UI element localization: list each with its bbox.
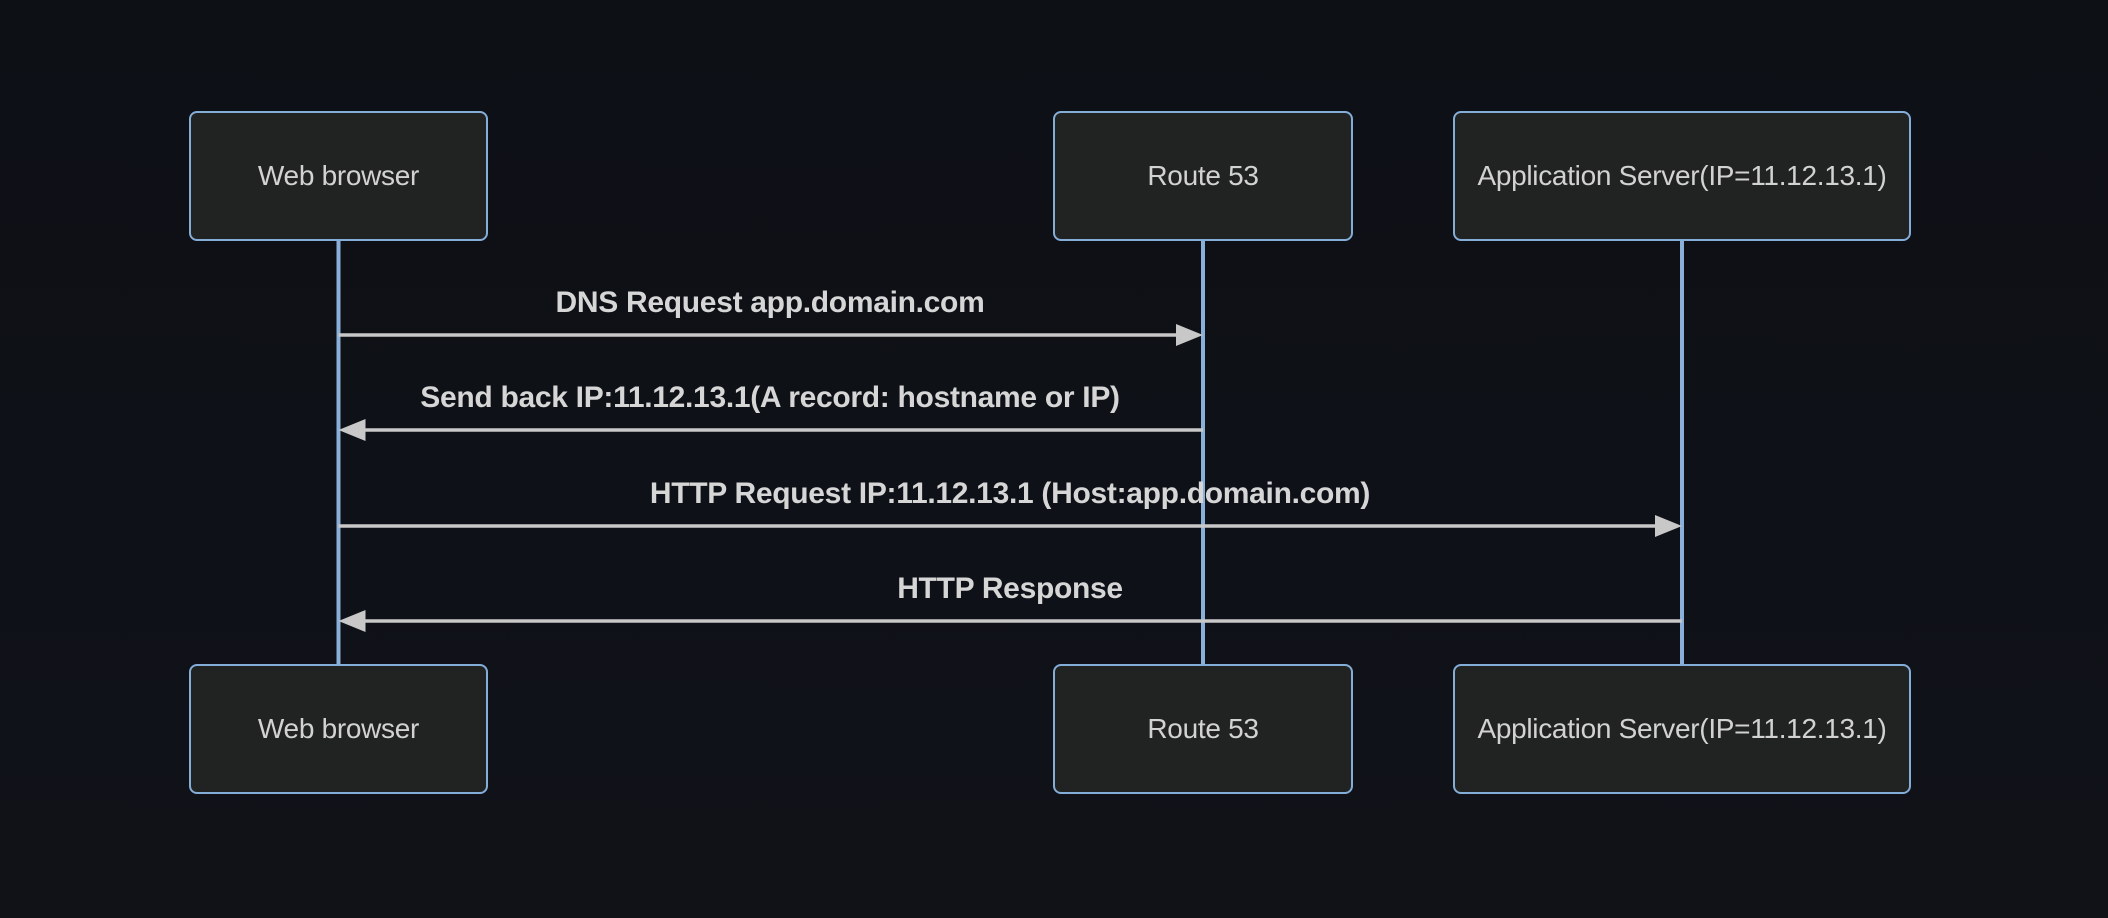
actor-label-app-server: Application Server(IP=11.12.13.1) — [1477, 160, 1887, 191]
actor-box-app-server-bottom: Application Server(IP=11.12.13.1) — [1453, 664, 1911, 794]
actor-box-route-53-bottom: Route 53 — [1053, 664, 1353, 794]
message-label-send-back-ip: Send back IP:11.12.13.1(A record: hostna… — [420, 381, 1120, 414]
message-arrow-http-request — [338, 515, 1682, 537]
message-arrow-http-response — [338, 610, 1682, 632]
actor-box-app-server-top: Application Server(IP=11.12.13.1) — [1453, 111, 1911, 241]
arrowhead-left-icon — [338, 610, 366, 632]
actor-box-route-53-top: Route 53 — [1053, 111, 1353, 241]
actor-label-web-browser: Web browser — [257, 713, 420, 744]
arrowhead-right-icon — [1176, 324, 1203, 346]
actor-label-app-server: Application Server(IP=11.12.13.1) — [1477, 713, 1887, 744]
message-label-http-response: HTTP Response — [897, 572, 1123, 605]
arrowhead-right-icon — [1655, 515, 1682, 537]
arrowhead-left-icon — [338, 419, 366, 441]
message-arrow-dns-request — [338, 324, 1203, 346]
actor-label-route-53: Route 53 — [1147, 713, 1259, 744]
actor-label-route-53: Route 53 — [1147, 160, 1259, 191]
actor-box-web-browser-bottom: Web browser — [189, 664, 488, 794]
actor-label-web-browser: Web browser — [257, 160, 420, 191]
message-label-http-request: HTTP Request IP:11.12.13.1 (Host:app.dom… — [649, 477, 1371, 510]
message-label-dns-request: DNS Request app.domain.com — [555, 286, 985, 319]
actor-box-web-browser-top: Web browser — [189, 111, 488, 241]
message-arrow-send-back-ip — [338, 419, 1203, 441]
